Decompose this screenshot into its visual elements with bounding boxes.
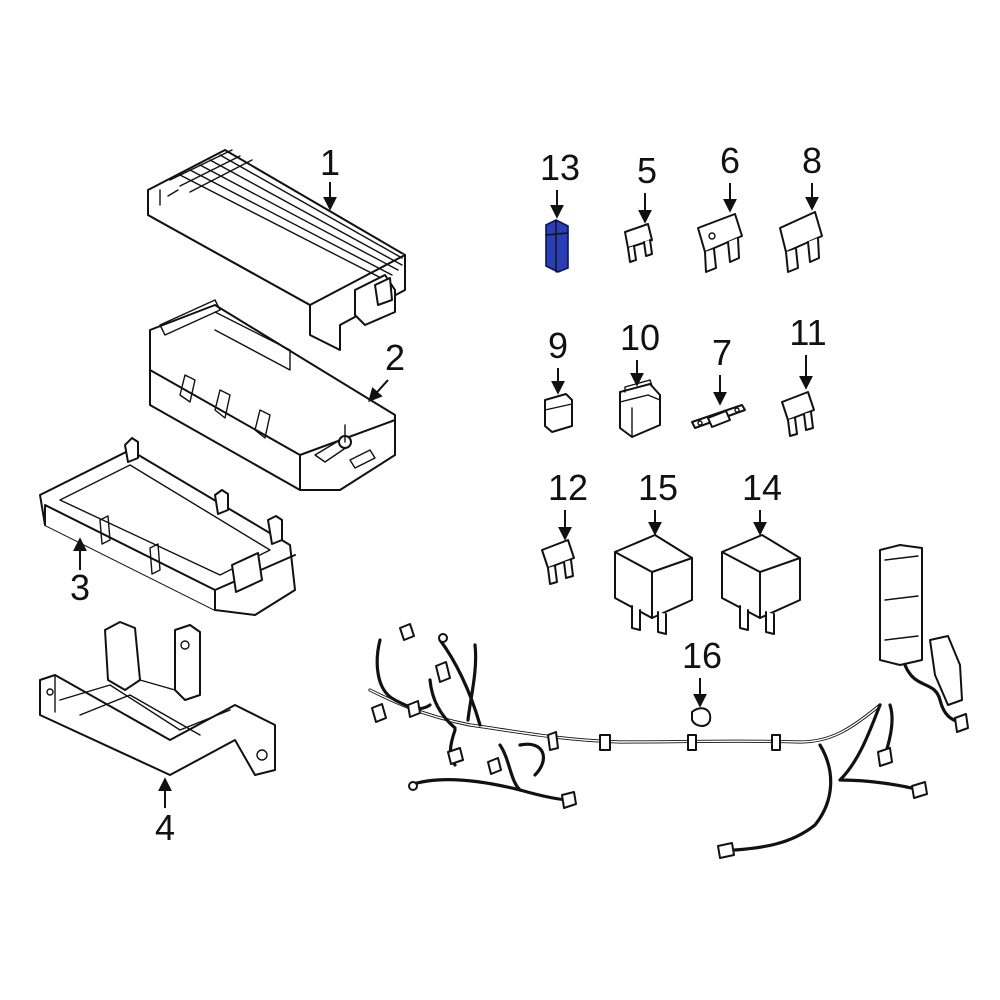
part-1-cover[interactable] [147, 149, 406, 351]
callout-8: 8 [802, 140, 822, 211]
callout-label-1: 1 [320, 142, 340, 183]
part-5-mini-fuse[interactable] [624, 223, 653, 263]
callout-12: 12 [548, 467, 588, 541]
callout-label-11: 11 [789, 312, 826, 353]
callout-9: 9 [548, 325, 568, 395]
callout-14: 14 [742, 467, 782, 536]
callout-label-7: 7 [712, 332, 732, 373]
callout-label-2: 2 [385, 337, 405, 378]
part-12-mini-fuse[interactable] [541, 539, 575, 585]
callout-label-12: 12 [548, 467, 588, 508]
callout-10: 10 [620, 317, 660, 387]
part-16-wiring-harness[interactable] [368, 544, 969, 859]
callout-16: 16 [682, 635, 722, 708]
part-10-cartridge-fuse[interactable] [619, 379, 661, 438]
callout-13: 13 [540, 147, 580, 219]
callout-label-9: 9 [548, 325, 568, 366]
callout-label-8: 8 [802, 140, 822, 181]
part-7-strip-fuse[interactable] [691, 404, 746, 429]
callout-4: 4 [155, 777, 175, 848]
part-4-bracket[interactable] [39, 621, 276, 776]
part-15-relay[interactable] [614, 534, 693, 635]
callout-2: 2 [368, 337, 405, 403]
callout-3: 3 [70, 537, 90, 608]
callout-6: 6 [720, 140, 740, 213]
leader-2 [368, 379, 389, 403]
part-9-fuse[interactable] [544, 393, 573, 433]
part-14-relay[interactable] [721, 534, 801, 635]
callout-label-4: 4 [155, 807, 175, 848]
callout-label-13: 13 [540, 147, 580, 188]
callout-5: 5 [637, 150, 657, 224]
part-2-fuse-box-upper[interactable] [149, 299, 396, 491]
callout-label-16: 16 [682, 635, 722, 676]
callout-15: 15 [638, 467, 678, 536]
callout-label-3: 3 [70, 567, 90, 608]
callout-label-5: 5 [637, 150, 657, 191]
callout-7: 7 [712, 332, 732, 406]
callout-label-10: 10 [620, 317, 660, 358]
callout-label-15: 15 [638, 467, 678, 508]
part-11-mini-fuse[interactable] [781, 391, 815, 437]
callout-11: 11 [789, 312, 827, 390]
callout-1: 1 [320, 142, 340, 211]
part-6-maxi-fuse[interactable] [697, 213, 743, 273]
part-8-maxi-fuse[interactable] [779, 211, 823, 273]
part-13-fuse-highlighted[interactable] [545, 219, 569, 273]
callout-label-14: 14 [742, 467, 782, 508]
callout-label-6: 6 [720, 140, 740, 181]
